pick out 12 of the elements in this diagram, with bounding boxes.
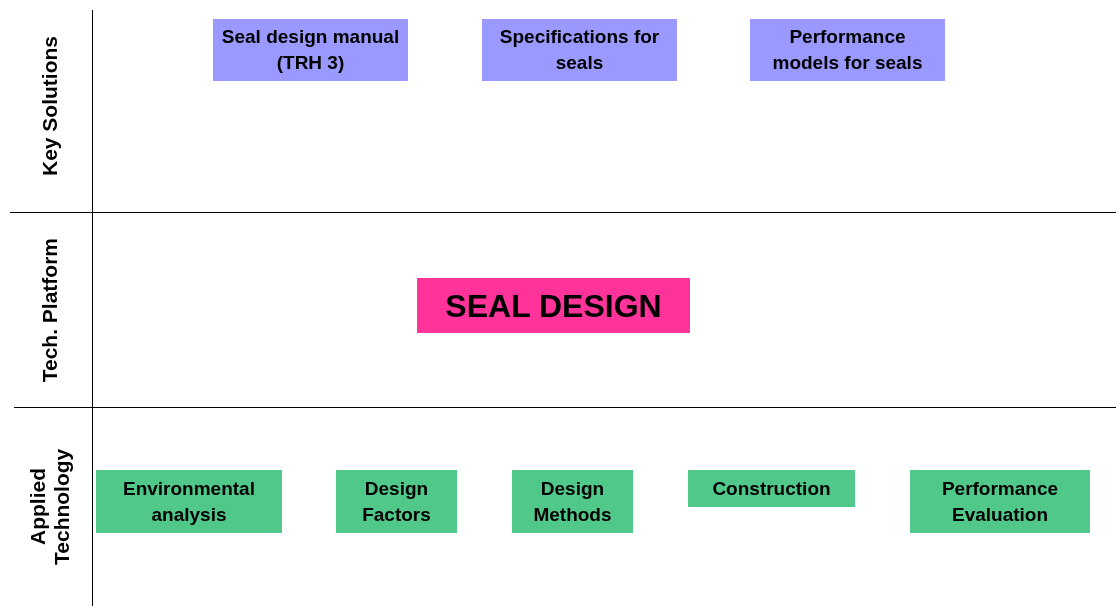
topic-box: Performance models for seals [750, 19, 945, 81]
topic-box: Specifications for seals [482, 19, 677, 81]
platform-box: SEAL DESIGN [417, 278, 690, 333]
band-label: Key Solutions [38, 36, 62, 177]
topic-box: Design Methods [512, 470, 633, 533]
topic-box: Performance Evaluation [910, 470, 1090, 533]
band-label: Tech. Platform [38, 237, 62, 382]
topic-box: Environmental analysis [96, 470, 282, 533]
topic-box: Construction [688, 470, 855, 507]
topic-box: Design Factors [336, 470, 457, 533]
band-label: Applied Technology [26, 447, 74, 567]
topic-box: Seal design manual (TRH 3) [213, 19, 408, 81]
